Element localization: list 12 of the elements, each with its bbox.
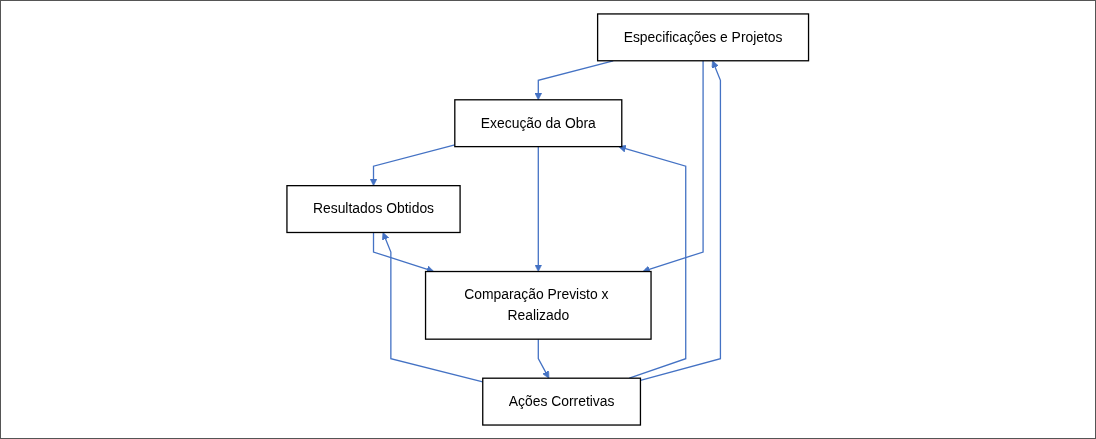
node-box: Especificações e Projetos (597, 13, 810, 62)
node-box: Resultados Obtidos (286, 185, 461, 234)
arrow (369, 144, 456, 186)
node-box: Ações Corretivas (482, 377, 642, 426)
arrow (534, 146, 543, 272)
node-box: Execução da Obra (454, 99, 623, 148)
arrow (618, 144, 687, 379)
node-box: Comparação Previsto x Realizado (425, 270, 652, 340)
arrow (382, 232, 484, 383)
arrow (537, 338, 550, 379)
arrow (642, 60, 704, 274)
arrow (640, 60, 722, 381)
